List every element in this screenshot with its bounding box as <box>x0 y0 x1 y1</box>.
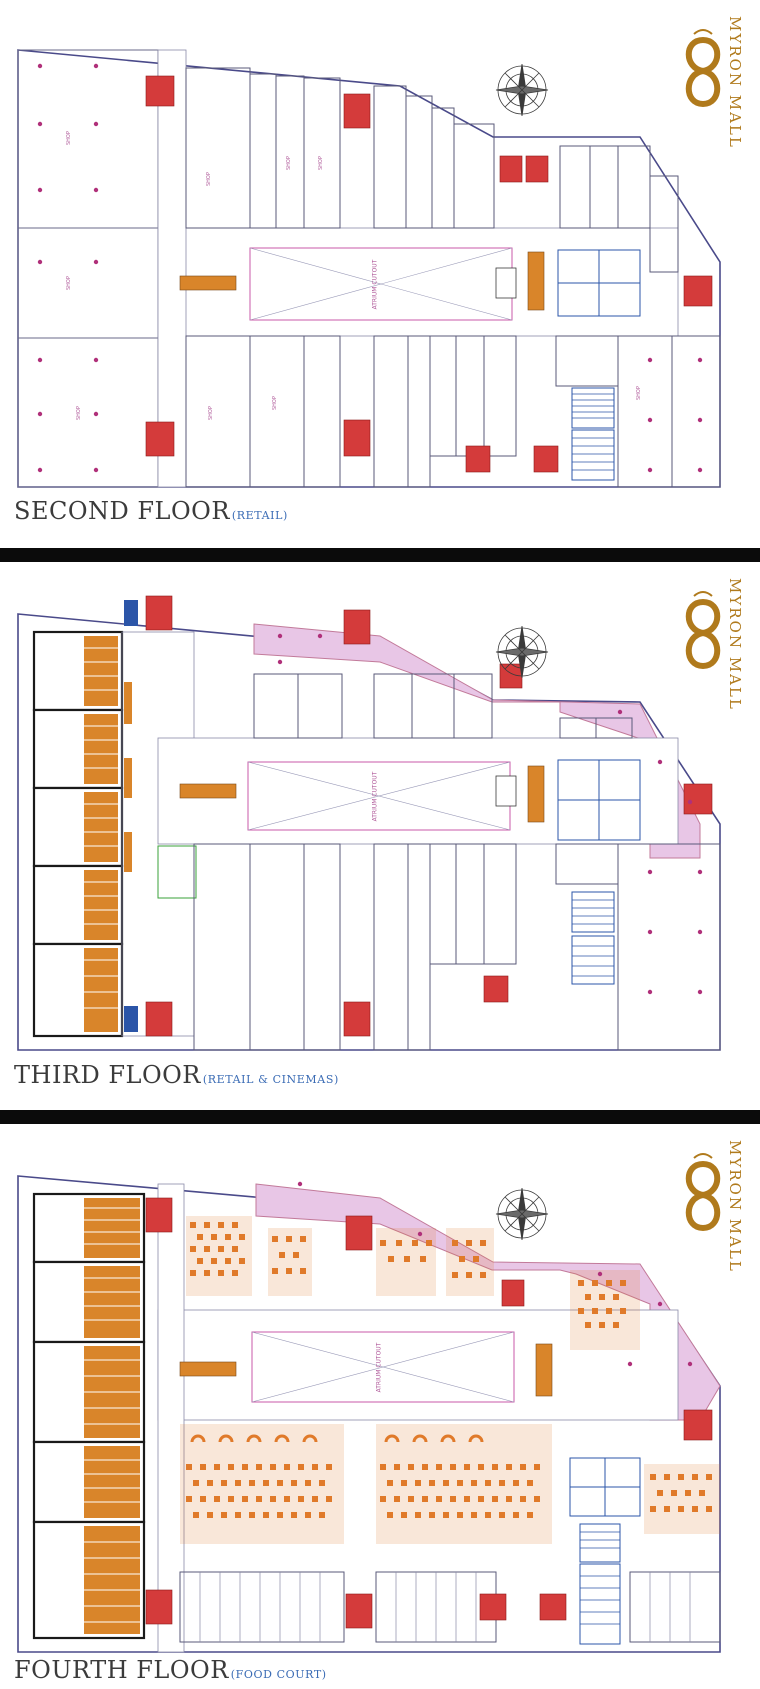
infinity-logo-icon <box>685 29 721 108</box>
brand-logo: MYRON MALL <box>676 576 746 711</box>
svg-text:SHOP: SHOP <box>208 406 214 420</box>
floor-name: FOURTH FLOOR <box>14 1656 229 1684</box>
svg-text:SHOP: SHOP <box>76 406 82 420</box>
atrium-cutout-label: ATRIUM CUTOUT <box>371 771 379 822</box>
floor-title: SECOND FLOOR(RETAIL) <box>14 497 288 525</box>
infinity-logo-icon <box>685 1153 721 1232</box>
floor-title: THIRD FLOOR(RETAIL & CINEMAS) <box>14 1061 339 1089</box>
floor-subtitle: (RETAIL & CINEMAS) <box>202 1073 339 1086</box>
svg-text:SHOP: SHOP <box>272 396 278 410</box>
svg-text:SHOP: SHOP <box>206 172 212 186</box>
floor-subtitle: (RETAIL) <box>231 509 288 522</box>
floor-name: SECOND FLOOR <box>14 497 230 525</box>
second-floor-plan: SHOP SHOP SHOP SHOP SHOP SHOP SHOP SHOP … <box>17 49 721 488</box>
svg-text:SHOP: SHOP <box>318 156 324 170</box>
brand-logo: MYRON MALL <box>676 14 746 149</box>
brand-name: MYRON MALL <box>726 578 744 711</box>
third-floor-plan <box>17 595 721 1051</box>
fourth-floor-plan <box>17 1175 721 1653</box>
third-floor-panel: ATRIUM CUTOUT MYRON MALL THIRD FLOOR(RET… <box>0 562 760 1110</box>
brand-name: MYRON MALL <box>726 1140 744 1273</box>
svg-text:SHOP: SHOP <box>636 386 642 400</box>
infinity-logo-icon <box>685 591 721 670</box>
floor-title: FOURTH FLOOR(FOOD COURT) <box>14 1656 327 1684</box>
atrium-cutout-label: ATRIUM CUTOUT <box>371 259 379 310</box>
fourth-floor-panel: ATRIUM CUTOUT MYRON MALL FOURTH FLOOR(FO… <box>0 1124 760 1689</box>
panel-divider <box>0 548 760 562</box>
floor-subtitle: (FOOD COURT) <box>230 1668 327 1681</box>
svg-text:SHOP: SHOP <box>66 276 72 290</box>
svg-text:SHOP: SHOP <box>286 156 292 170</box>
svg-text:SHOP: SHOP <box>66 131 72 145</box>
brand-name: MYRON MALL <box>726 16 744 149</box>
atrium-cutout-label: ATRIUM CUTOUT <box>375 1342 383 1393</box>
panel-divider <box>0 1110 760 1124</box>
floor-name: THIRD FLOOR <box>14 1061 201 1089</box>
brand-logo: MYRON MALL <box>676 1138 746 1273</box>
second-floor-panel: SHOP SHOP SHOP SHOP SHOP SHOP SHOP SHOP … <box>0 0 760 548</box>
